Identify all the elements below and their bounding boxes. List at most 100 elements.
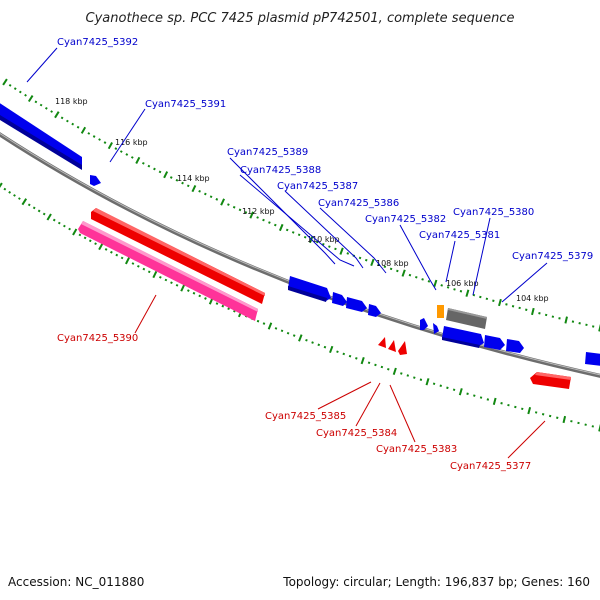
inner-tick bbox=[392, 367, 397, 376]
inner-tick bbox=[131, 262, 135, 265]
inner-tick bbox=[262, 322, 266, 325]
outer-tick bbox=[518, 306, 521, 310]
outer-tick bbox=[142, 161, 145, 165]
gene-label-5388[interactable]: Cyan7425_5388 bbox=[240, 165, 321, 176]
outer-tick bbox=[92, 135, 96, 138]
outer-tick bbox=[278, 223, 284, 232]
inner-tick bbox=[380, 365, 384, 369]
gene-gray[interactable] bbox=[446, 308, 487, 329]
inner-tick bbox=[432, 382, 436, 386]
leader-5390 bbox=[134, 294, 157, 334]
outer-tick bbox=[130, 156, 134, 159]
outer-tick bbox=[578, 322, 581, 325]
inner-tick bbox=[267, 322, 273, 330]
outer-tick bbox=[505, 303, 508, 306]
inner-tick bbox=[598, 424, 600, 432]
gene-arrow-5388[interactable] bbox=[332, 292, 347, 306]
outer-tick bbox=[415, 275, 418, 279]
inner-tick-track bbox=[0, 182, 600, 432]
outer-tick bbox=[2, 78, 8, 86]
gene-arrow-5386[interactable] bbox=[368, 304, 381, 317]
inner-tick bbox=[175, 283, 179, 287]
inner-tick bbox=[400, 372, 403, 375]
outer-tick bbox=[39, 103, 43, 107]
gene-label-5391[interactable]: Cyan7425_5391 bbox=[145, 99, 226, 110]
gene-arrow-5385[interactable] bbox=[378, 337, 386, 348]
gene-label-5382[interactable]: Cyan7425_5382 bbox=[365, 214, 446, 225]
gene-arrow-5387[interactable] bbox=[346, 297, 367, 312]
outer-tick bbox=[358, 256, 362, 260]
gene-label-5381[interactable]: Cyan7425_5381 bbox=[419, 230, 500, 241]
outer-tick bbox=[66, 119, 69, 123]
outer-tick bbox=[244, 211, 248, 214]
outer-tick bbox=[238, 208, 242, 212]
inner-tick bbox=[46, 213, 52, 221]
gene-arrow-5380[interactable] bbox=[484, 335, 505, 350]
gene-label-5390[interactable]: Cyan7425_5390 bbox=[57, 333, 138, 344]
gene-arrow-5382[interactable] bbox=[420, 318, 428, 330]
outer-tick bbox=[291, 231, 295, 234]
outer-tick bbox=[147, 164, 151, 168]
outer-tick bbox=[87, 132, 91, 135]
inner-tick bbox=[37, 209, 41, 213]
outer-tick bbox=[44, 106, 48, 110]
inner-tick bbox=[342, 352, 346, 356]
leader-5379 bbox=[501, 262, 548, 303]
inner-tick bbox=[452, 388, 456, 392]
outer-tick bbox=[328, 245, 331, 248]
inner-tick bbox=[115, 253, 119, 257]
outer-tick bbox=[153, 167, 156, 171]
inner-tick bbox=[466, 392, 469, 395]
gene-arrow-5391[interactable] bbox=[90, 175, 101, 186]
outer-tick bbox=[54, 111, 60, 119]
outer-tick bbox=[440, 284, 443, 287]
gene-label-5377[interactable]: Cyan7425_5377 bbox=[450, 461, 531, 472]
gene-arrow-5390[interactable] bbox=[78, 221, 258, 321]
outer-tick bbox=[459, 290, 463, 293]
gene-arrow-5384[interactable] bbox=[388, 340, 396, 352]
kbp-label-106: 106 kbp bbox=[446, 279, 479, 288]
kbp-label-108: 108 kbp bbox=[376, 259, 409, 268]
outer-tick bbox=[34, 100, 38, 104]
gene-label-5386[interactable]: Cyan7425_5386 bbox=[318, 198, 399, 209]
gene-arrow-5381[interactable] bbox=[442, 326, 484, 346]
inner-tick bbox=[164, 278, 168, 282]
forward-labels: Cyan7425_5392 Cyan7425_5391 Cyan7425_538… bbox=[57, 37, 593, 262]
gene-arrow-5392[interactable] bbox=[0, 100, 82, 168]
gene-label-5383[interactable]: Cyan7425_5383 bbox=[376, 444, 457, 455]
leader-5382 bbox=[399, 224, 437, 291]
inner-tick bbox=[298, 334, 303, 342]
outer-tick bbox=[511, 304, 515, 308]
gene-label-5380[interactable]: Cyan7425_5380 bbox=[453, 207, 534, 218]
gene-arrow-5389[interactable] bbox=[288, 276, 331, 301]
inner-tick bbox=[147, 270, 151, 274]
outer-tick bbox=[262, 218, 265, 222]
gene-arrow-5383[interactable] bbox=[398, 341, 407, 355]
outer-tick bbox=[401, 269, 406, 277]
gene-label-5379[interactable]: Cyan7425_5379 bbox=[512, 251, 593, 262]
gene-arrow-edge[interactable] bbox=[585, 352, 600, 366]
outer-tick bbox=[27, 95, 34, 103]
gene-label-5389[interactable]: Cyan7425_5389 bbox=[227, 147, 308, 158]
inner-tick bbox=[192, 291, 196, 295]
outer-tick bbox=[383, 265, 387, 269]
gene-label-5385[interactable]: Cyan7425_5385 bbox=[265, 411, 346, 422]
outer-tick bbox=[107, 142, 113, 150]
gene-label-5387[interactable]: Cyan7425_5387 bbox=[277, 181, 358, 192]
gene-arrow-5382b[interactable] bbox=[433, 323, 439, 334]
outer-tick bbox=[525, 308, 528, 311]
inner-tick bbox=[500, 402, 503, 405]
outer-tick bbox=[249, 211, 255, 219]
inner-tick bbox=[137, 264, 140, 268]
gene-label-5392[interactable]: Cyan7425_5392 bbox=[57, 37, 138, 48]
outer-tick bbox=[303, 235, 307, 239]
gene-label-5384[interactable]: Cyan7425_5384 bbox=[316, 428, 397, 439]
outer-tick bbox=[98, 138, 101, 141]
inner-tick bbox=[110, 250, 113, 254]
gene-arrow-5379[interactable] bbox=[506, 339, 524, 353]
outer-tick bbox=[50, 110, 53, 113]
kbp-label-112: 112 kbp bbox=[242, 207, 275, 216]
gene-gray-top bbox=[448, 308, 487, 319]
gene-arrow-5390-red[interactable] bbox=[91, 208, 265, 304]
gene-orange[interactable] bbox=[437, 305, 444, 318]
